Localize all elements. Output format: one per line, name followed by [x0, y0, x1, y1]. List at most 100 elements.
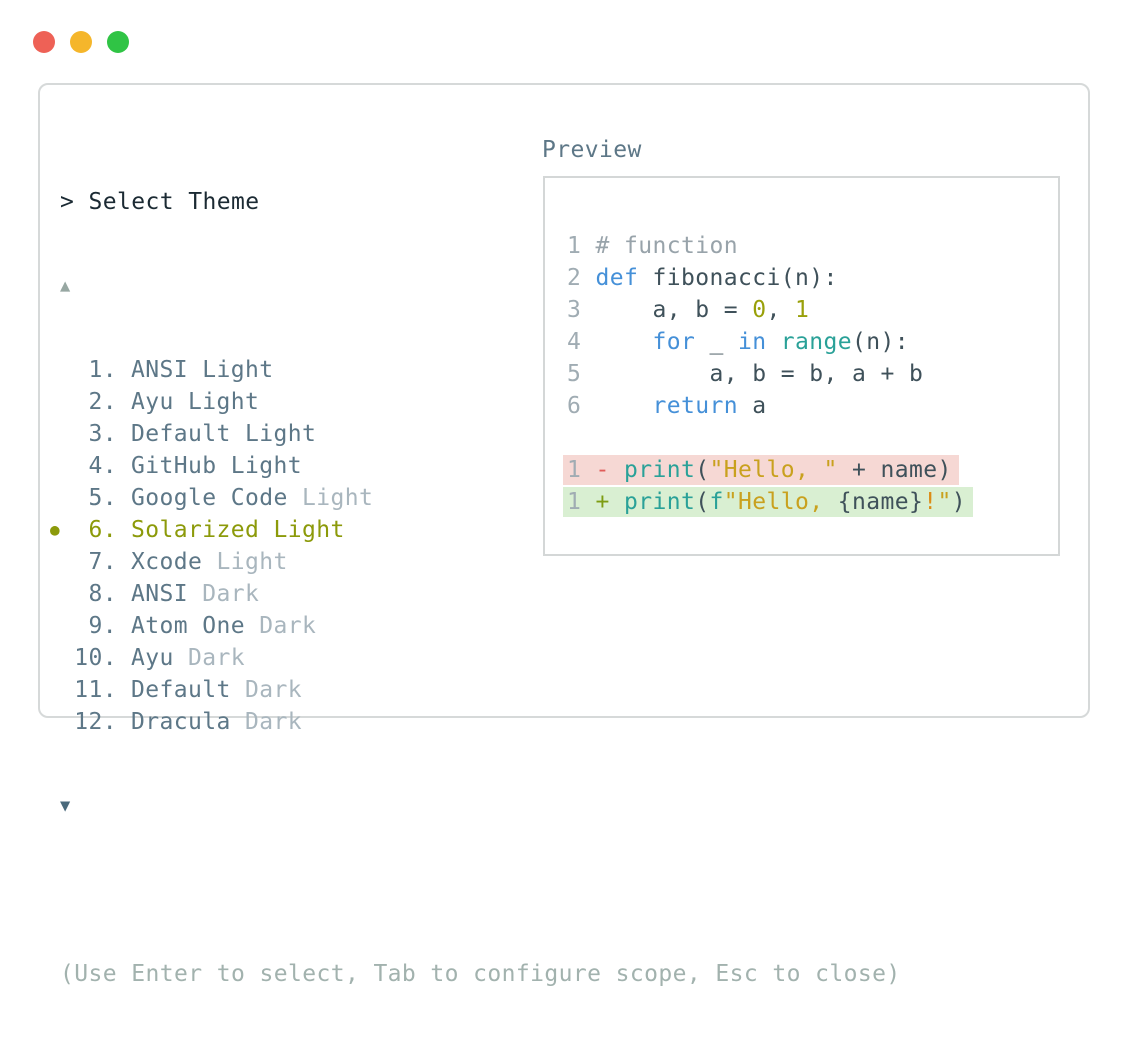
spacer — [117, 546, 131, 578]
theme-item-3[interactable]: 3.Default Light — [50, 418, 901, 450]
theme-item-number: 12. — [74, 709, 117, 735]
code-token: print — [624, 489, 696, 515]
theme-item-5[interactable]: 5. Google Code Light — [50, 482, 901, 514]
code-token: # function — [595, 233, 738, 259]
theme-item-label: GitHub Light — [131, 453, 302, 479]
code-token: + — [595, 489, 610, 515]
spacer — [117, 610, 131, 642]
code-token: (n): — [852, 329, 909, 355]
spacer — [117, 386, 131, 418]
spacer — [117, 514, 131, 546]
theme-item-suffix: Dark — [188, 581, 260, 607]
theme-item-9[interactable]: 9. Atom One Dark — [50, 610, 901, 642]
spacer — [117, 578, 131, 610]
spacer — [117, 674, 131, 706]
code-line: 5 a, b = b, a + b — [567, 358, 1058, 390]
spacer — [60, 874, 901, 906]
bullet-slot — [50, 418, 74, 450]
theme-item-number: 10. — [74, 645, 117, 671]
theme-item-suffix: Light — [202, 549, 288, 575]
select-theme-prompt: > Select Theme — [60, 189, 260, 215]
theme-item-number: 7. — [88, 549, 117, 575]
theme-item-label: Ayu Light — [131, 389, 260, 415]
code-token: 0 — [752, 297, 767, 323]
bullet-slot — [50, 578, 74, 610]
diff-line-removed: 1 - print("Hello, " + name) — [563, 454, 1058, 486]
code-token — [610, 457, 624, 483]
theme-item-label: Google Code — [131, 485, 288, 511]
diff-highlight: 1 - print("Hello, " + name) — [563, 455, 959, 485]
bullet-slot — [50, 706, 74, 738]
minimize-button[interactable] — [70, 31, 92, 53]
spacer — [117, 450, 131, 482]
code-line: 6 return a — [567, 390, 1058, 422]
bullet-slot — [50, 450, 74, 482]
window-controls — [33, 31, 129, 53]
theme-item-suffix: Dark — [230, 709, 302, 735]
theme-item-number: 3. — [88, 421, 117, 447]
code-token: range — [780, 329, 852, 355]
theme-item-4[interactable]: 4. GitHub Light — [50, 450, 901, 482]
theme-item-number: 1. — [88, 357, 117, 383]
theme-item-suffix: Dark — [230, 677, 302, 703]
code-token — [596, 393, 653, 419]
theme-item-1[interactable]: 1.ANSI Light — [50, 354, 901, 386]
code-token: a — [737, 393, 767, 419]
theme-item-suffix: Light — [287, 485, 374, 511]
line-number: 3 — [567, 297, 596, 323]
theme-item-number: 8. — [88, 581, 117, 607]
blank-line — [567, 422, 1058, 454]
code-token: ( — [695, 489, 710, 515]
theme-item-label: ANSI — [131, 581, 188, 607]
theme-item-10[interactable]: 10.Ayu Dark — [50, 642, 901, 674]
scroll-down-icon[interactable]: ▼ — [60, 796, 71, 816]
code-token: ! — [923, 489, 938, 515]
line-number: 1 — [567, 457, 596, 483]
code-line: 3 a, b = 0, 1 — [567, 294, 1058, 326]
code-token: {name} — [837, 489, 924, 515]
maximize-button[interactable] — [107, 31, 129, 53]
theme-item-12[interactable]: 12.Dracula Dark — [50, 706, 901, 738]
theme-item-suffix: Dark — [244, 613, 317, 639]
theme-item-11[interactable]: 11.Default Dark — [50, 674, 901, 706]
bullet-slot — [50, 610, 74, 642]
theme-item-label: Atom One — [131, 613, 245, 639]
close-button[interactable] — [33, 31, 55, 53]
theme-item-number: 9. — [88, 613, 117, 639]
theme-item-number: 2. — [88, 389, 117, 415]
bullet-slot — [50, 674, 74, 706]
code-line: 4 for _ in range(n): — [567, 326, 1058, 358]
scroll-up-icon[interactable]: ▲ — [60, 276, 71, 296]
theme-item-label: Default — [131, 677, 231, 703]
bullet-slot — [50, 386, 74, 418]
line-number: 5 — [567, 361, 596, 387]
code-token: print — [624, 457, 696, 483]
theme-item-number: 6. — [88, 517, 117, 543]
code-token — [767, 329, 781, 355]
code-token: a, b = b, a + b — [595, 361, 924, 387]
theme-item-number: 5. — [88, 485, 117, 511]
code-token: _ — [695, 329, 738, 355]
theme-item-8[interactable]: 8. ANSI Dark — [50, 578, 901, 610]
code-token: , — [766, 297, 795, 323]
theme-item-number: 4. — [88, 453, 117, 479]
code-token: fibonacci(n): — [652, 265, 838, 291]
code-token — [610, 489, 624, 515]
theme-item-2[interactable]: 2. Ayu Light — [50, 386, 901, 418]
spacer — [117, 706, 131, 738]
theme-item-7[interactable]: 7. Xcode Light — [50, 546, 901, 578]
theme-item-label: Solarized Light — [131, 517, 345, 543]
code-token: "Hello, — [723, 489, 838, 515]
code-token: ( — [695, 457, 710, 483]
theme-item-label: Xcode — [131, 549, 203, 575]
spacer — [117, 418, 131, 450]
theme-item-6[interactable]: ●6.Solarized Light — [50, 514, 901, 546]
code-token: def — [595, 265, 653, 291]
code-token: for — [652, 329, 696, 355]
code-token — [596, 329, 653, 355]
spacer — [117, 482, 131, 514]
